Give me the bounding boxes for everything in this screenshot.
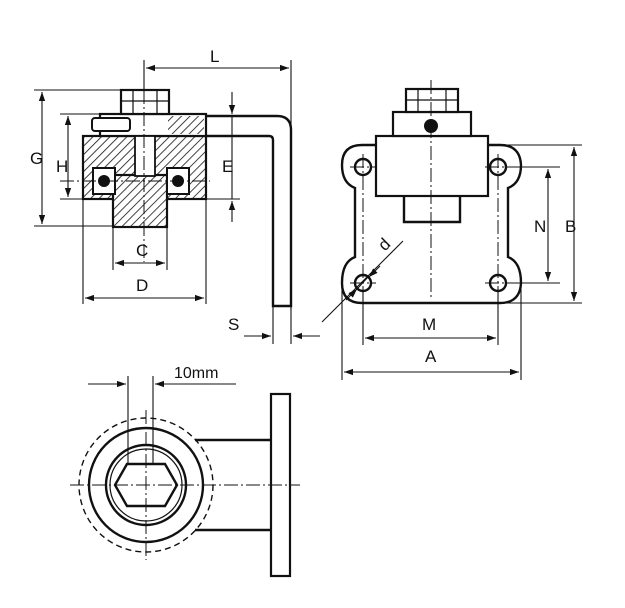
lever-pin — [91, 117, 131, 132]
bore — [134, 135, 156, 177]
top-cap-hatch — [168, 116, 204, 134]
hex-nut — [119, 88, 171, 116]
front-section-view — [60, 68, 293, 308]
dim-label-10mm: 10mm — [174, 365, 218, 382]
dim-label-s: S — [228, 315, 239, 334]
dim-label-n: N — [534, 217, 546, 236]
top-arm — [195, 438, 271, 532]
front-dimensions: L G H E C D S — [30, 47, 320, 344]
ten-mm-dimension: 10mm — [88, 365, 236, 464]
dim-label-d-hole: d — [374, 234, 394, 254]
dim-label-a: A — [425, 347, 437, 366]
housing — [374, 134, 490, 198]
bracket-arm — [206, 114, 293, 308]
dim-label-m: M — [422, 315, 436, 334]
dim-label-l: L — [210, 47, 219, 66]
dim-label-g: G — [30, 149, 43, 168]
top-view — [70, 392, 300, 578]
dim-label-c: C — [136, 241, 148, 260]
side-view — [340, 80, 523, 305]
hub — [402, 196, 462, 224]
shaft — [111, 173, 169, 229]
dim-label-h: H — [56, 157, 68, 176]
dim-label-b: B — [565, 217, 576, 236]
dim-label-e: E — [222, 157, 233, 176]
dim-label-d-front: D — [136, 276, 148, 295]
